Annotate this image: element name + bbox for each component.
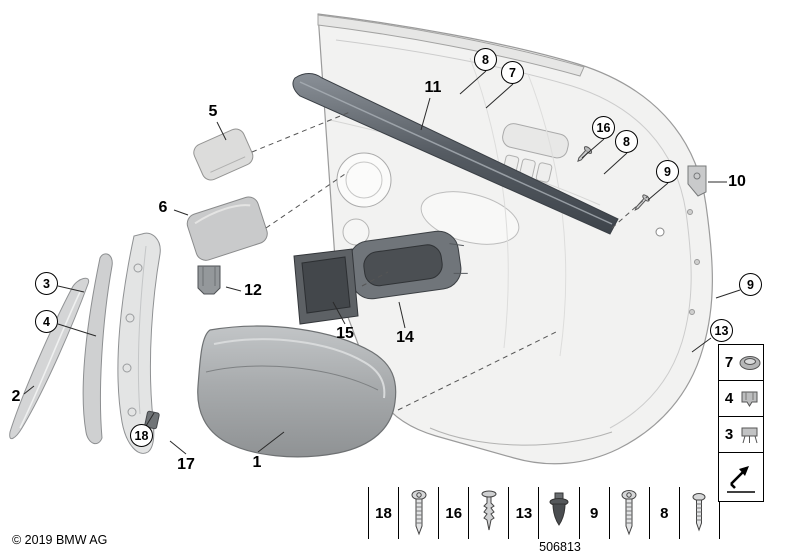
label-1[interactable]: 1: [252, 454, 262, 471]
cover-5: [193, 128, 254, 181]
legend-number: 8: [650, 487, 680, 539]
legend-item-18[interactable]: 18: [369, 487, 440, 539]
legend-number: 9: [580, 487, 610, 539]
clip-legend-column: 7 4 3: [718, 344, 764, 502]
side-number: 3: [724, 426, 734, 443]
label-6[interactable]: 6: [158, 199, 168, 216]
grommet-icon: [539, 487, 578, 539]
callout-9-b[interactable]: 9: [739, 273, 762, 296]
callout-7[interactable]: 7: [501, 61, 524, 84]
fastener-legend: 18 16 13: [368, 487, 720, 539]
legend-item-13[interactable]: 13: [509, 487, 580, 539]
pull-handle-14: [348, 230, 468, 300]
callout-18[interactable]: 18: [130, 424, 153, 447]
label-10[interactable]: 10: [728, 173, 746, 190]
expanding-rivet-icon: [469, 487, 508, 539]
armrest-1: [197, 325, 397, 458]
side-item-4[interactable]: 4: [718, 380, 764, 417]
legend-number: 16: [439, 487, 470, 539]
direction-arrow-box: [718, 452, 764, 502]
legend-number: 18: [369, 487, 399, 539]
callout-8-b[interactable]: 8: [615, 130, 638, 153]
label-5[interactable]: 5: [208, 103, 218, 120]
direction-arrow-icon: [727, 466, 755, 493]
bracket-10: [687, 165, 707, 197]
assembly-lines: [251, 111, 649, 411]
diagram-number: 506813: [539, 540, 581, 554]
callout-13[interactable]: 13: [710, 319, 733, 342]
leader-lines: [23, 70, 741, 455]
carrier-17: [117, 232, 161, 454]
side-item-3[interactable]: 3: [718, 416, 764, 453]
label-2[interactable]: 2: [11, 388, 21, 405]
window-trim: [317, 14, 585, 77]
side-item-7[interactable]: 7: [718, 344, 764, 381]
label-15[interactable]: 15: [336, 325, 354, 342]
label-11[interactable]: 11: [424, 79, 442, 96]
side-number: 7: [724, 354, 734, 371]
label-12[interactable]: 12: [244, 282, 262, 299]
label-14[interactable]: 14: [396, 329, 414, 346]
legend-item-8[interactable]: 8: [650, 487, 719, 539]
spring-clip-icon: [737, 425, 763, 445]
callout-8-a[interactable]: 8: [474, 48, 497, 71]
storage-tray-15: [293, 248, 359, 325]
callout-3[interactable]: 3: [35, 272, 58, 295]
grommet-clip-icon: [737, 353, 763, 373]
side-number: 4: [724, 390, 734, 407]
clip-12: [197, 265, 221, 295]
copyright-text: © 2019 BMW AG: [12, 533, 108, 547]
legend-item-9[interactable]: 9: [580, 487, 650, 539]
trim-strip-2: [9, 277, 90, 440]
screw-icon: [680, 487, 719, 539]
callout-16[interactable]: 16: [592, 116, 615, 139]
torx-screw-icon: [610, 487, 649, 539]
callout-9-a[interactable]: 9: [656, 160, 679, 183]
switch-cluster: [502, 123, 569, 183]
clip-icon: [737, 389, 763, 409]
legend-item-16[interactable]: 16: [439, 487, 510, 539]
callout-4[interactable]: 4: [35, 310, 58, 333]
label-17[interactable]: 17: [177, 456, 195, 473]
trim-strip-4: [82, 253, 113, 445]
cover-6: [186, 196, 268, 261]
legend-number: 13: [509, 487, 540, 539]
torx-screw-icon: [399, 487, 438, 539]
